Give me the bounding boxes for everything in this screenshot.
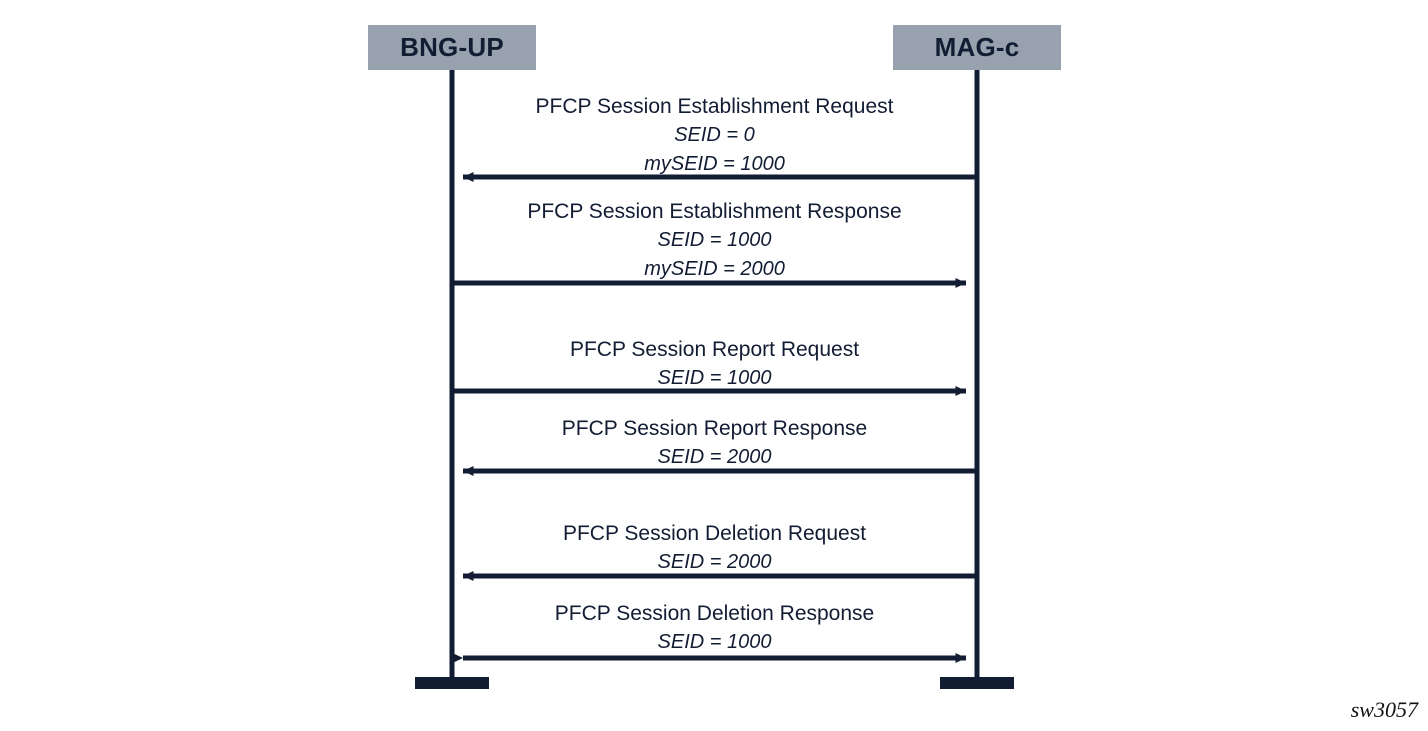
message-label-1: PFCP Session Establishment Request SEID … bbox=[452, 92, 977, 179]
message-label-4: PFCP Session Report Response SEID = 2000 bbox=[452, 414, 977, 472]
lifeline-foot-bng-up bbox=[415, 677, 489, 689]
lifeline-bng-up bbox=[415, 70, 489, 689]
actor-box-mag-c[interactable]: MAG-c bbox=[893, 25, 1061, 70]
message-title-4: PFCP Session Report Response bbox=[561, 417, 868, 440]
message-title-3: PFCP Session Report Request bbox=[569, 338, 860, 361]
message-param-1-1: SEID = 0 bbox=[674, 124, 755, 146]
message-label-6: PFCP Session Deletion Response SEID = 10… bbox=[452, 599, 977, 657]
message-title-2: PFCP Session Establishment Response bbox=[527, 200, 902, 223]
message-label-2: PFCP Session Establishment Response SEID… bbox=[452, 197, 977, 284]
message-param-3-1: SEID = 1000 bbox=[657, 367, 772, 389]
actor-box-bng-up[interactable]: BNG-UP bbox=[368, 25, 536, 70]
message-param-5-1: SEID = 2000 bbox=[657, 551, 772, 573]
actor-label-mag-c: MAG-c bbox=[934, 32, 1020, 62]
lifeline-foot-mag-c bbox=[940, 677, 1014, 689]
message-label-3: PFCP Session Report Request SEID = 1000 bbox=[452, 335, 977, 393]
message-title-5: PFCP Session Deletion Request bbox=[562, 522, 867, 545]
figure-id-watermark: sw3057 bbox=[1350, 697, 1418, 722]
message-param-2-1: SEID = 1000 bbox=[657, 229, 772, 251]
actor-label-bng-up: BNG-UP bbox=[400, 32, 504, 62]
message-title-6: PFCP Session Deletion Response bbox=[554, 602, 875, 625]
message-param-6-1: SEID = 1000 bbox=[657, 631, 772, 653]
message-param-1-2: mySEID = 1000 bbox=[644, 153, 785, 175]
message-param-2-2: mySEID = 2000 bbox=[644, 258, 785, 280]
message-label-5: PFCP Session Deletion Request SEID = 200… bbox=[452, 519, 977, 577]
message-title-1: PFCP Session Establishment Request bbox=[535, 95, 894, 118]
message-param-4-1: SEID = 2000 bbox=[657, 446, 772, 468]
